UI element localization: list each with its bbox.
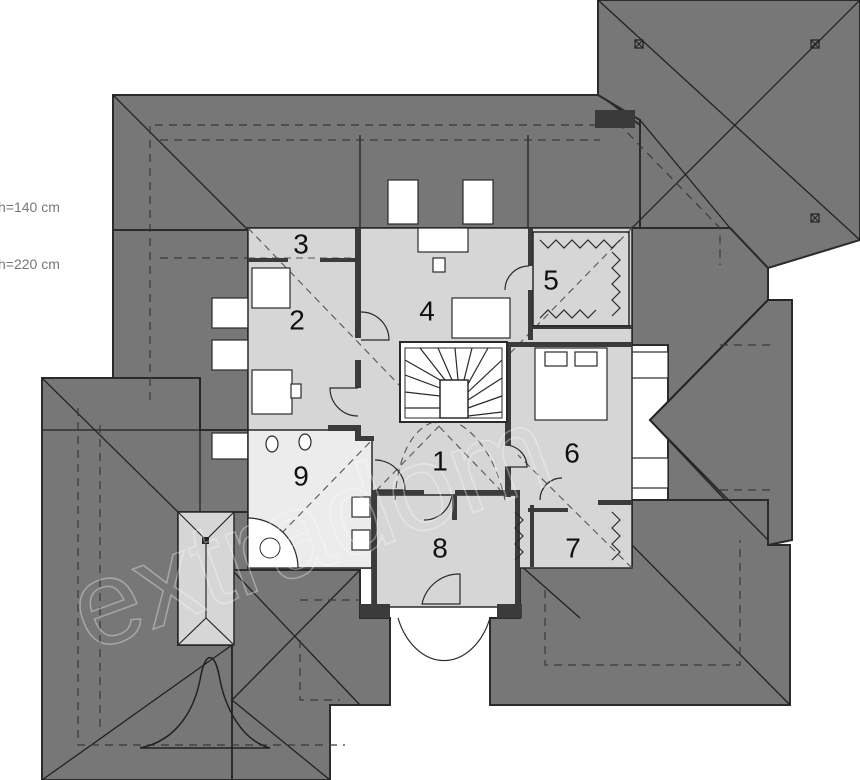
height-140-label: h=140 cm bbox=[0, 199, 60, 215]
sink-2 bbox=[351, 529, 371, 551]
bidet bbox=[298, 433, 312, 451]
chair-room-2 bbox=[290, 383, 302, 399]
toilet bbox=[265, 435, 279, 453]
roof bbox=[41, 0, 860, 780]
room-9-label: 9 bbox=[293, 460, 309, 491]
skylight-1 bbox=[387, 179, 419, 225]
walls bbox=[248, 228, 632, 618]
room-5-label: 5 bbox=[543, 264, 559, 295]
window-west-upper bbox=[211, 297, 253, 329]
bed-room-4 bbox=[451, 297, 511, 339]
chimney bbox=[595, 110, 635, 128]
sink-1 bbox=[351, 496, 371, 518]
room-6-label: 6 bbox=[564, 437, 580, 468]
room-7-label: 7 bbox=[565, 532, 581, 563]
light-well bbox=[177, 511, 235, 646]
roof-ornament bbox=[139, 657, 271, 749]
room-1-label: 1 bbox=[432, 445, 448, 476]
height-220-label: h=220 cm bbox=[0, 256, 60, 272]
furniture bbox=[247, 227, 608, 569]
staircase bbox=[399, 341, 508, 423]
room-8-label: 8 bbox=[432, 532, 448, 563]
vent-markers bbox=[634, 39, 820, 223]
desk-room-4 bbox=[417, 227, 469, 253]
roof-ridges bbox=[41, 0, 860, 780]
room-4-label: 4 bbox=[419, 295, 435, 326]
room-8-floor bbox=[371, 494, 519, 608]
pillow-left bbox=[544, 351, 568, 367]
room-3-label: 3 bbox=[293, 228, 309, 259]
wardrobes bbox=[514, 231, 630, 561]
room-2-label: 2 bbox=[289, 304, 305, 335]
bed-room-2 bbox=[251, 267, 291, 309]
room-labels: 1 2 3 4 5 6 7 8 9 bbox=[289, 228, 581, 563]
doors bbox=[329, 265, 563, 662]
window-east-upper bbox=[627, 351, 669, 379]
pillow-right bbox=[574, 351, 598, 367]
roof-top bbox=[112, 94, 641, 231]
window-west-middle bbox=[211, 339, 253, 371]
window-west-lower bbox=[211, 432, 253, 460]
skylight-2 bbox=[462, 179, 494, 225]
chair-room-4 bbox=[432, 257, 446, 273]
desk-room-2 bbox=[251, 369, 293, 415]
window-east-lower bbox=[627, 457, 669, 489]
height-legend: h=140 cm h=220 cm bbox=[0, 199, 60, 272]
